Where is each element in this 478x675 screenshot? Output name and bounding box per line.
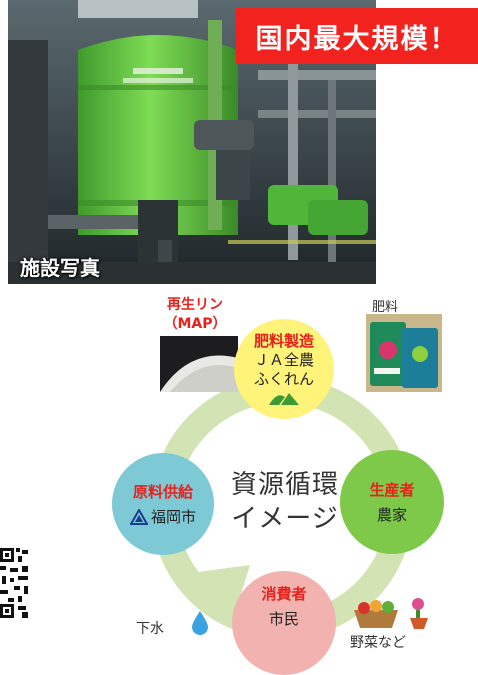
node-consumer-name: 市民 bbox=[268, 609, 299, 628]
fertilizer-bag-image bbox=[366, 314, 442, 392]
vegetables-label: 野菜など bbox=[350, 635, 406, 651]
node-supplier-name: 福岡市 bbox=[150, 507, 196, 526]
node-producer: 生産者 農家 bbox=[340, 450, 444, 554]
node-supplier: 原料供給 福岡市 bbox=[112, 453, 214, 555]
node-consumer-role: 消費者 bbox=[261, 584, 307, 603]
banner-nation-largest: 国内最大規模！ bbox=[236, 8, 478, 64]
sewage-label: 下水 bbox=[136, 621, 164, 637]
node-fertilizer-role: 肥料製造 bbox=[253, 332, 314, 350]
node-producer-name: 農家 bbox=[376, 505, 407, 524]
fertilizer-label: 肥料 bbox=[372, 300, 399, 315]
node-fertilizer-maker: 肥料製造 ＪＡ全農 ふくれん bbox=[234, 319, 334, 419]
node-fertilizer-line-1: ＪＡ全農 bbox=[253, 351, 314, 369]
ja-logo-icon bbox=[269, 393, 299, 405]
node-supplier-row: 福岡市 bbox=[129, 507, 196, 527]
node-supplier-role: 原料供給 bbox=[132, 482, 193, 501]
vegetables-flower-icon bbox=[354, 598, 428, 629]
center-title-line-2: イメージ bbox=[231, 504, 339, 534]
map-product-line-2: （MAP） bbox=[163, 316, 227, 332]
map-product-line-1: 再生リン bbox=[167, 297, 223, 313]
center-title: 資源循環 イメージ bbox=[218, 468, 352, 536]
water-drop-icon bbox=[192, 611, 208, 635]
photo-caption: 施設写真 bbox=[20, 256, 100, 280]
node-producer-role: 生産者 bbox=[369, 480, 415, 499]
cycle-arrow-head bbox=[176, 565, 250, 610]
map-powder-image bbox=[160, 336, 238, 392]
node-consumer: 消費者 市民 bbox=[232, 571, 336, 675]
fukuoka-city-emblem-icon bbox=[129, 509, 148, 525]
map-product-label: 再生リン （MAP） bbox=[140, 296, 250, 334]
node-fertilizer-line-2: ふくれん bbox=[253, 370, 314, 388]
qr-code-icon bbox=[0, 546, 30, 620]
center-title-line-1: 資源循環 bbox=[230, 470, 339, 500]
